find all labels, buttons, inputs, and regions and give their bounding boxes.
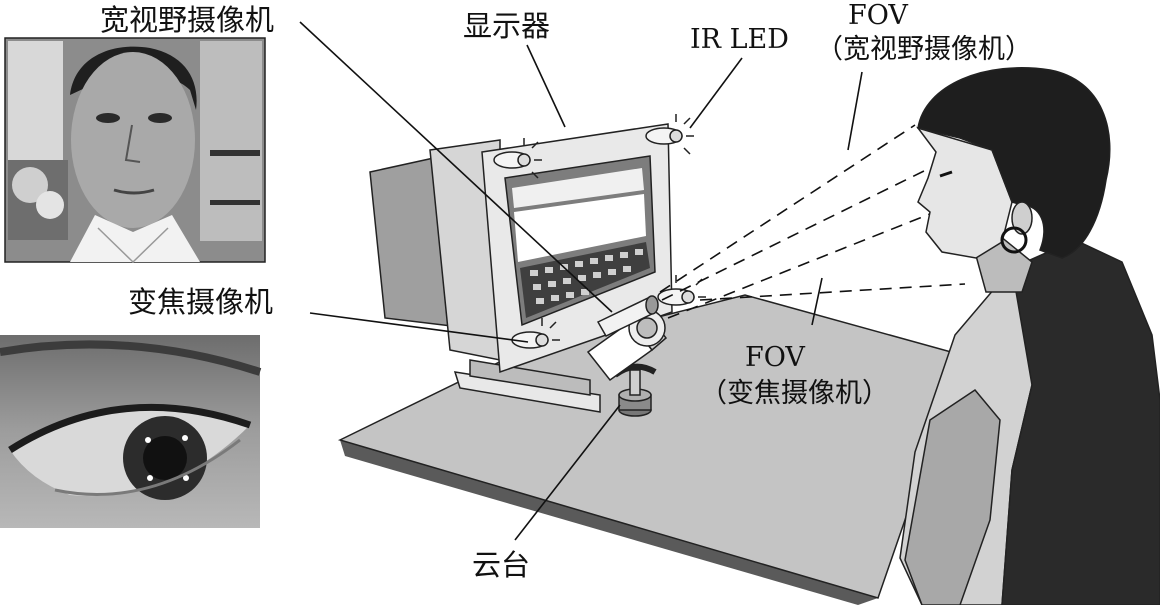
label-fov-zoom-camera: （变焦摄像机） [700,378,889,409]
leader-fov-wide [847,71,863,151]
ir-led-group [493,114,706,349]
hair [917,67,1111,259]
leader-wide-camera [299,21,613,313]
label-zoom-camera: 变焦摄像机 [128,285,273,319]
ir-led-top-right [645,114,694,155]
eye-mark [939,170,953,178]
face-photo [4,37,266,264]
eye-closeup-photo [0,335,262,528]
ir-led-top-left [493,138,542,179]
ir-led-bottom-right [657,275,706,306]
label-fov-wide-camera: （宽视野摄像机） [816,34,1032,65]
jacket-arm [904,389,1001,605]
field-of-view-lines [659,124,966,319]
wide-field-camera [596,295,659,337]
leader-lines [299,21,863,541]
label-pan-tilt: 云台 [472,548,530,582]
ir-led-bottom-left [511,318,560,349]
ear [1011,201,1033,235]
label-fov-zoom-title: FOV [745,342,805,373]
earring [1000,226,1028,254]
label-wide-camera: 宽视野摄像机 [100,3,274,37]
label-fov-wide-title: FOV [848,0,908,31]
user-person [899,67,1160,605]
leader-zoom-camera [309,312,529,343]
leader-monitor [526,44,566,128]
vest [1001,239,1160,605]
leader-pan-tilt [514,404,621,541]
leader-ir-led [689,57,743,129]
label-ir-led: IR LED [690,24,789,55]
label-monitor: 显示器 [463,9,550,43]
leader-fov-zoom [811,277,823,326]
